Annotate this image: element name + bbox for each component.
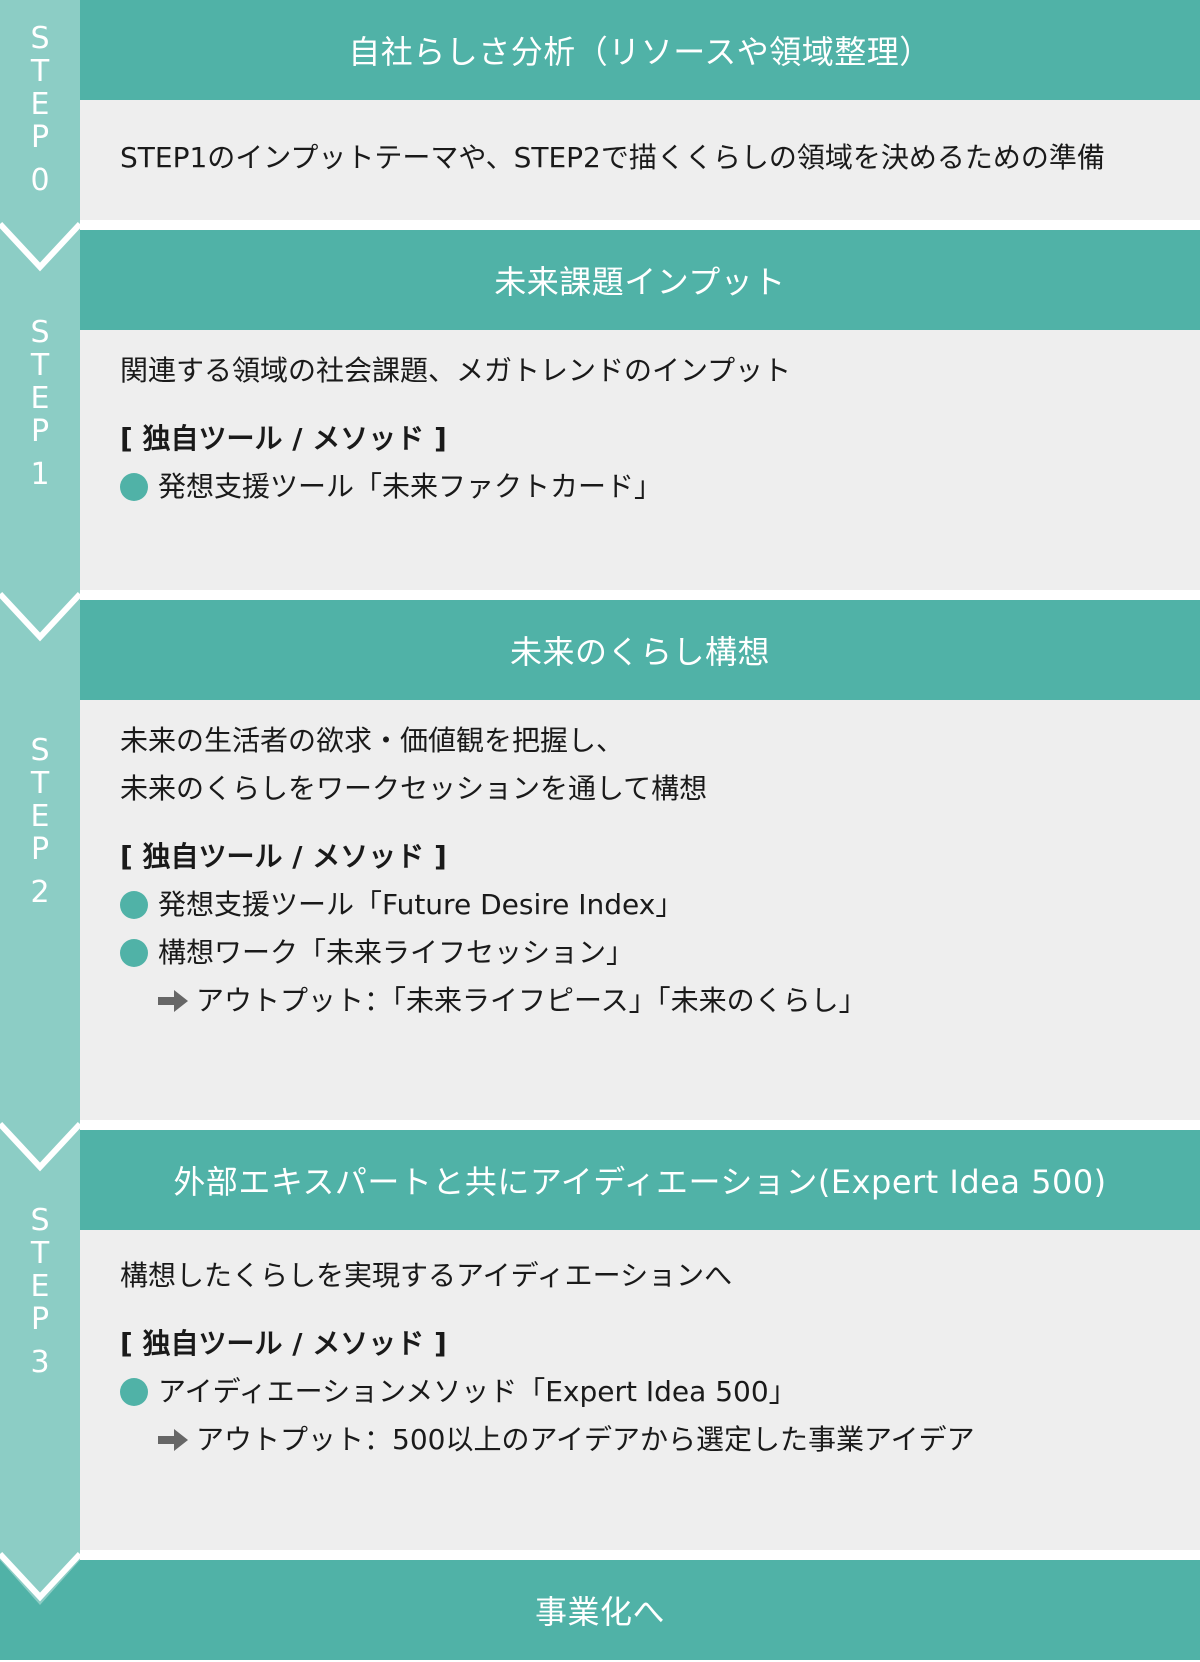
step-2-title: 未来のくらし構想 xyxy=(509,633,770,671)
step-2-rail xyxy=(0,600,80,1130)
step-letter: S xyxy=(30,315,50,350)
chevron-down-icon xyxy=(0,221,80,272)
step-2-header: 未来のくらし構想 xyxy=(80,600,1200,700)
step-3-title: 外部エキスパートと共にアイディエーション(Expert Idea 500) xyxy=(173,1163,1107,1201)
step-letter: P xyxy=(30,1302,50,1337)
step-1-rail xyxy=(0,230,80,600)
final-title: 事業化へ xyxy=(534,1593,665,1631)
step-description: STEP1のインプットテーマや、STEP2で描くくらしの領域を決めるための準備 xyxy=(120,141,1105,174)
output-item: アウトプット：500以上のアイデアから選定した事業アイデア xyxy=(120,1416,1200,1464)
tools-label: [ 独自ツール / メソッド ] xyxy=(120,1327,447,1360)
tool-item: アイディエーションメソッド「Expert Idea 500」 xyxy=(120,1368,1200,1416)
step-letter: E xyxy=(30,1269,50,1304)
output-text: アウトプット：500以上のアイデアから選定した事業アイデア xyxy=(196,1423,975,1456)
tools-label: [ 独自ツール / メソッド ] xyxy=(120,422,447,455)
step-letter: T xyxy=(30,1236,50,1271)
step-1-label: S T E P 1 xyxy=(0,316,80,491)
step-3-header: 外部エキスパートと共にアイディエーション(Expert Idea 500) xyxy=(80,1130,1200,1230)
step-0-title: 自社らしさ分析（リソースや領域整理） xyxy=(348,33,932,71)
step-description: 未来の生活者の欲求・価値観を把握し、 xyxy=(120,724,625,757)
step-2-label: S T E P 2 xyxy=(0,734,80,909)
step-letter: S xyxy=(30,1203,50,1238)
step-letter: P xyxy=(30,832,50,867)
tool-item: 発想支援ツール「Future Desire Index」 xyxy=(120,881,1200,929)
tool-item: 発想支援ツール「未来ファクトカード」 xyxy=(120,463,1200,511)
step-description: 未来のくらしをワークセッションを通して構想 xyxy=(120,772,708,805)
chevron-down-icon xyxy=(0,591,80,642)
step-letter: S xyxy=(30,21,50,56)
step-number: 1 xyxy=(30,457,50,492)
step-1-body: 関連する領域の社会課題、メガトレンドのインプット [ 独自ツール / メソッド … xyxy=(80,330,1200,590)
step-letter: P xyxy=(30,414,50,449)
step-3-rail-tail xyxy=(0,1555,80,1605)
step-number: 0 xyxy=(30,163,50,198)
step-1-header: 未来課題インプット xyxy=(80,230,1200,330)
output-item: アウトプット：「未来ライフピース」「未来のくらし」 xyxy=(120,977,1200,1025)
step-1-title: 未来課題インプット xyxy=(494,263,786,301)
step-3-body: 構想したくらしを実現するアイディエーションへ [ 独自ツール / メソッド ] … xyxy=(80,1230,1200,1550)
step-letter: T xyxy=(30,766,50,801)
chevron-down-icon xyxy=(0,1121,80,1172)
step-description: 構想したくらしを実現するアイディエーションへ xyxy=(120,1259,733,1292)
step-2-body: 未来の生活者の欲求・価値観を把握し、 未来のくらしをワークセッションを通して構想… xyxy=(80,700,1200,1120)
tool-item: 構想ワーク「未来ライフセッション」 xyxy=(120,929,1200,977)
step-letter: T xyxy=(30,54,50,89)
arrow-right-icon xyxy=(158,990,188,1012)
bullet-dot-icon xyxy=(120,473,148,501)
step-3-rail xyxy=(0,1130,80,1560)
tool-text: 発想支援ツール「未来ファクトカード」 xyxy=(158,470,663,503)
bullet-dot-icon xyxy=(120,891,148,919)
step-number: 2 xyxy=(30,875,50,910)
step-letter: E xyxy=(30,381,50,416)
output-text: アウトプット：「未来ライフピース」「未来のくらし」 xyxy=(196,984,867,1017)
step-0-rail xyxy=(0,0,80,230)
tools-label: [ 独自ツール / メソッド ] xyxy=(120,840,447,873)
step-letter: E xyxy=(30,87,50,122)
step-description: 関連する領域の社会課題、メガトレンドのインプット xyxy=(120,354,792,387)
final-header: 事業化へ xyxy=(0,1560,1200,1660)
step-number: 3 xyxy=(30,1345,50,1380)
chevron-down-icon xyxy=(0,1551,80,1602)
bullet-dot-icon xyxy=(120,939,148,967)
arrow-right-icon xyxy=(158,1429,188,1451)
tool-text: 構想ワーク「未来ライフセッション」 xyxy=(158,936,635,969)
step-letter: S xyxy=(30,733,50,768)
step-letter: T xyxy=(30,348,50,383)
step-letter: P xyxy=(30,120,50,155)
tool-text: 発想支援ツール「Future Desire Index」 xyxy=(158,888,684,921)
step-0-label: S T E P 0 xyxy=(0,22,80,197)
step-letter: E xyxy=(30,799,50,834)
step-0-body: STEP1のインプットテーマや、STEP2で描くくらしの領域を決めるための準備 xyxy=(80,100,1200,220)
step-0-header: 自社らしさ分析（リソースや領域整理） xyxy=(80,0,1200,100)
tool-text: アイディエーションメソッド「Expert Idea 500」 xyxy=(158,1375,797,1408)
bullet-dot-icon xyxy=(120,1378,148,1406)
step-3-label: S T E P 3 xyxy=(0,1204,80,1379)
